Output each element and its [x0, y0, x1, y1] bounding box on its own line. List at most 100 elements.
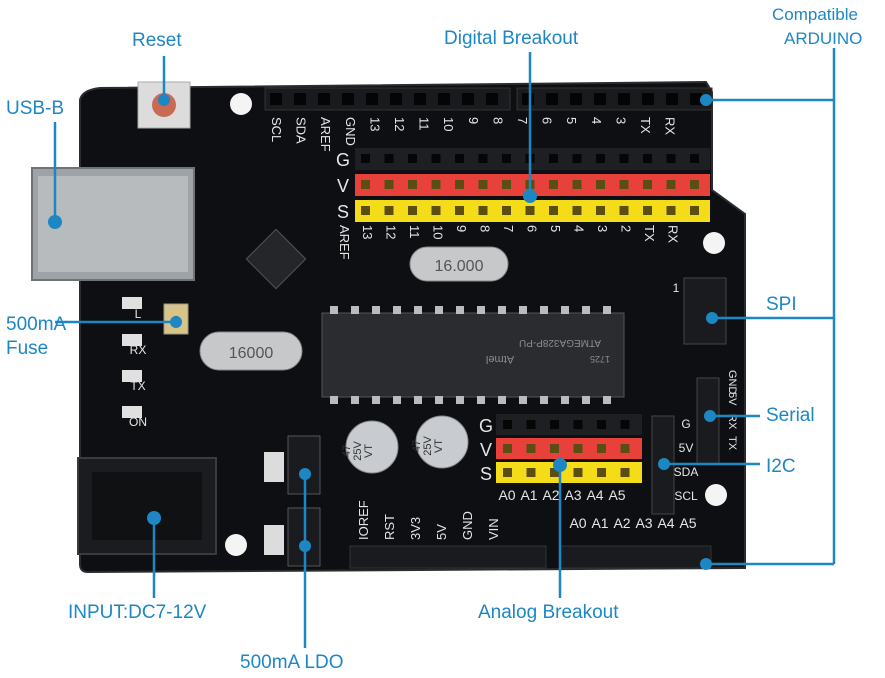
analog-breakout-pin: [550, 444, 559, 453]
breakout-pin: [666, 154, 676, 163]
aref-row-label: 6: [525, 225, 540, 232]
analog-gvs-label: S: [480, 464, 492, 484]
usb-chip: [245, 228, 307, 290]
breakout-pin: [431, 154, 441, 163]
chip-pin: [519, 306, 527, 314]
chip-logo: Atmel: [486, 353, 514, 365]
analog-pin-label: A4: [657, 515, 674, 531]
analog-pin-label: A5: [679, 515, 696, 531]
analog-breakout-row: [496, 438, 642, 459]
top-pin-label: RX: [663, 117, 678, 135]
mount-hole: [705, 484, 727, 506]
mount-hole: [230, 93, 252, 115]
ldo-tab: [264, 525, 284, 555]
header-hole: [414, 93, 426, 105]
serial-pin-label: GND: [726, 370, 738, 395]
breakout-pin: [478, 154, 488, 163]
breakout-pin: [525, 206, 535, 215]
icsp-header: [683, 277, 727, 345]
analog-breakout-pin: [503, 444, 512, 453]
header-hole: [546, 93, 558, 105]
analog-pin-label: A0: [569, 515, 586, 531]
chip-pin: [351, 306, 359, 314]
breakout-pin: [478, 180, 488, 189]
aref-row-label: 4: [572, 225, 587, 232]
chip-pin: [540, 306, 548, 314]
chip-pin: [603, 396, 611, 404]
aref-row-label: 12: [384, 225, 399, 239]
breakout-pin: [596, 154, 605, 163]
analog-breakout-pin-label: A0: [498, 487, 515, 503]
serial-pin-label: 5V: [726, 392, 738, 406]
breakout-pin: [596, 206, 605, 215]
breakout-pin: [690, 180, 699, 189]
power-pin-label: 3V3: [408, 517, 423, 540]
chip-pin: [372, 396, 380, 404]
chip-pin: [477, 306, 485, 314]
breakout-pin: [643, 206, 652, 215]
header-hole: [690, 93, 702, 105]
chip-pin: [330, 396, 338, 404]
breakout-pin: [549, 154, 558, 163]
header-hole: [462, 93, 474, 105]
top-pin-label: SCL: [269, 117, 284, 142]
spi-mark: 1: [673, 281, 680, 295]
analog-breakout-pin-label: A5: [608, 487, 625, 503]
crystal: [409, 246, 509, 282]
mount-hole: [225, 534, 247, 556]
breakout-pin: [361, 154, 370, 163]
chip-pin: [603, 306, 611, 314]
analog-breakout-pin: [526, 420, 536, 429]
led-label: RX: [130, 343, 147, 357]
analog-breakout-pin-label: A1: [520, 487, 537, 503]
capacitor-text: 25V: [352, 441, 364, 461]
chip-pin: [435, 396, 443, 404]
i2c-pin-label: SDA: [674, 465, 699, 479]
crystal-2-label: 16000: [229, 345, 274, 362]
analog-breakout-pin: [526, 468, 536, 477]
breakout-pin: [478, 206, 488, 215]
chip-pin: [561, 396, 569, 404]
analog-breakout-row: [496, 414, 642, 435]
breakout-pin: [572, 180, 582, 189]
chip-pin: [372, 306, 380, 314]
header-hole: [570, 93, 582, 105]
compatible-label-line1: Compatible: [772, 5, 858, 24]
led: [122, 406, 142, 418]
breakout-pin: [361, 206, 370, 215]
i2c-pin-label: SCL: [674, 489, 698, 503]
chip-pin: [456, 396, 464, 404]
ldo-tab: [264, 452, 284, 482]
led: [122, 370, 142, 382]
aref-row-label: RX: [666, 225, 681, 243]
reset-label: Reset: [132, 30, 182, 51]
atmega-chip: [321, 312, 625, 398]
top-pin-label: 8: [490, 117, 505, 124]
aref-row-label: 3: [595, 225, 610, 232]
analog-pin-label: A2: [613, 515, 630, 531]
bottom-header-analog: [560, 545, 712, 569]
led: [122, 297, 142, 309]
i2c-label: I2C: [766, 456, 796, 477]
aref-row-label: AREF: [337, 225, 352, 260]
led-label: ON: [129, 415, 147, 429]
analog-breakout-pin-label: A4: [586, 487, 603, 503]
chip-pin: [519, 396, 527, 404]
header-hole: [318, 93, 330, 105]
aref-row-label: 11: [407, 225, 422, 239]
top-pin-label: 6: [540, 117, 555, 124]
analog-breakout-pin: [573, 468, 583, 477]
top-pin-label: GND: [343, 117, 358, 146]
breakout-pin: [643, 154, 652, 163]
chip-pin: [498, 396, 506, 404]
aref-row-label: 13: [360, 225, 375, 239]
serial-label: Serial: [766, 405, 815, 426]
serial-pin-label: TX: [726, 436, 738, 451]
compatible-label-line2: ARDUINO: [784, 29, 863, 48]
analog-breakout-pin: [503, 420, 512, 429]
analog-breakout-pin: [526, 444, 536, 453]
top-pin-label: 7: [515, 117, 530, 124]
analog-breakout-pin: [573, 420, 583, 429]
aref-row-label: 8: [478, 225, 493, 232]
